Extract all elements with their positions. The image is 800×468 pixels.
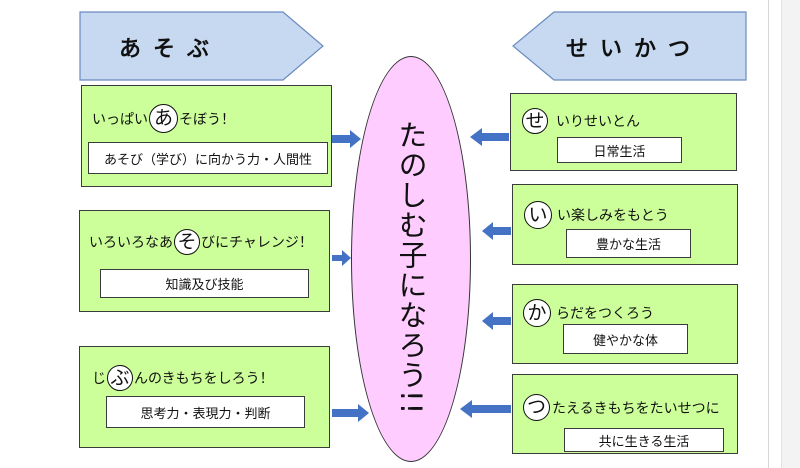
right-box-1-sub: 日常生活 (557, 137, 682, 163)
right-box-1-heading: せ いりせいとん (522, 108, 640, 134)
left-box-2-sub: 知識及び技能 (100, 269, 309, 298)
center-ellipse (351, 56, 471, 462)
right-box-3-heading: か らだをつくろう (523, 299, 654, 327)
circle-se-icon: せ (522, 108, 548, 134)
left-box-1: いっぱい あ そぼう！ あそび（学び）に向かう力・人間性 (81, 85, 332, 187)
left-box-3-heading: じ ぶ んのきもちをしろう！ (92, 365, 274, 391)
left-box-1-post: そぼう！ (179, 111, 235, 128)
scrollbar[interactable] (781, 0, 800, 468)
left-box-2-pre: いろいろなあ (89, 235, 173, 251)
circle-i-icon: い (524, 201, 552, 229)
arrow-right-2-icon (332, 250, 351, 266)
left-box-3-pre: じ (92, 371, 106, 387)
circle-ka-icon: か (523, 299, 551, 327)
arrow-left-4-icon (460, 400, 511, 418)
circle-a-icon: あ (149, 104, 178, 133)
right-box-1-post: いりせいとん (556, 114, 640, 130)
right-box-3: か らだをつくろう 健やかな体 (512, 284, 738, 364)
left-box-1-pre: いっぱい (92, 111, 148, 128)
banner-asobu-shape (79, 11, 324, 81)
right-box-2-sub: 豊かな生活 (566, 229, 691, 258)
left-box-3-post: んのきもちをしろう！ (134, 371, 274, 387)
banner-seikatsu: せいかつ (512, 11, 748, 81)
circle-so-icon: そ (174, 229, 200, 255)
banner-seikatsu-label: せいかつ (566, 37, 703, 62)
left-box-2-heading: いろいろなあ そ びにチャレンジ！ (89, 229, 313, 255)
arrow-left-1-icon (470, 128, 509, 146)
right-box-2-heading: い い楽しみをもとう (524, 201, 669, 229)
banner-seikatsu-shape (512, 11, 747, 81)
right-box-2-post: い楽しみをもとう (557, 208, 669, 224)
page-edge-line (768, 0, 769, 468)
arrow-right-3-icon (332, 404, 369, 422)
banner-asobu-label: あそぶ (119, 37, 222, 62)
right-box-3-sub: 健やかな体 (563, 324, 688, 354)
left-box-2: いろいろなあ そ びにチャレンジ！ 知識及び技能 (79, 210, 330, 312)
left-box-3-sub: 思考力・表現力・判断 (106, 396, 305, 428)
arrow-left-3-icon (482, 312, 511, 330)
right-box-2: い い楽しみをもとう 豊かな生活 (512, 184, 738, 265)
right-box-4-sub: 共に生きる生活 (564, 428, 724, 452)
left-box-3: じ ぶ んのきもちをしろう！ 思考力・表現力・判断 (79, 346, 330, 448)
arrow-right-1-icon (332, 130, 361, 148)
right-box-1: せ いりせいとん 日常生活 (510, 93, 737, 171)
left-box-1-sub: あそび（学び）に向かう力・人間性 (88, 142, 328, 174)
left-box-2-post: びにチャレンジ！ (201, 235, 313, 251)
left-box-1-heading: いっぱい あ そぼう！ (92, 104, 235, 133)
right-box-4-heading: つ たえるきもちをたいせつに (523, 394, 720, 421)
right-box-4: つ たえるきもちをたいせつに 共に生きる生活 (512, 374, 738, 454)
right-box-3-post: らだをつくろう (556, 306, 654, 322)
circle-tsu-icon: つ (523, 394, 550, 421)
arrow-left-2-icon (482, 222, 511, 240)
right-box-4-post: たえるきもちをたいせつに (552, 400, 720, 417)
center-title: たのしむ子になろう!! (394, 120, 428, 416)
banner-asobu: あそぶ (79, 11, 325, 81)
circle-bu-icon: ぶ (107, 365, 133, 391)
